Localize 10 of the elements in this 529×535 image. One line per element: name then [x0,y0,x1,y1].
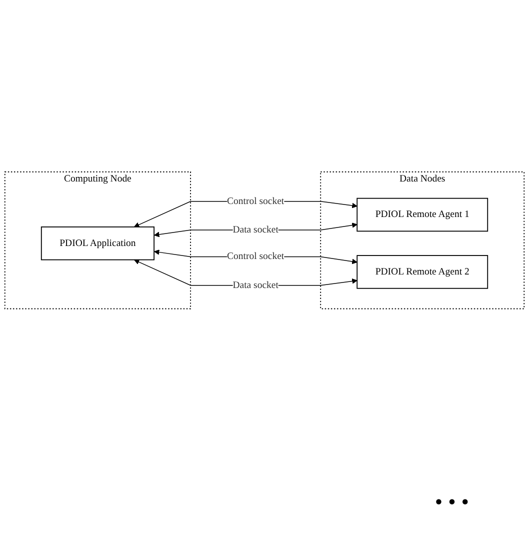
edge-label: Control socket [227,250,284,262]
arrow [154,222,358,237]
edge-label: Control socket [227,196,284,206]
node-box: PDIOL Application [40,226,154,260]
node-box: PDIOL Remote Agent 2 [356,254,488,289]
edge-label: Data socket [232,224,278,235]
ellipsis-label: • • • [434,489,469,515]
arrow [154,249,358,264]
edge-label: Data socket [232,280,278,290]
node-box: PDIOL Remote Agent 1 [356,198,488,232]
